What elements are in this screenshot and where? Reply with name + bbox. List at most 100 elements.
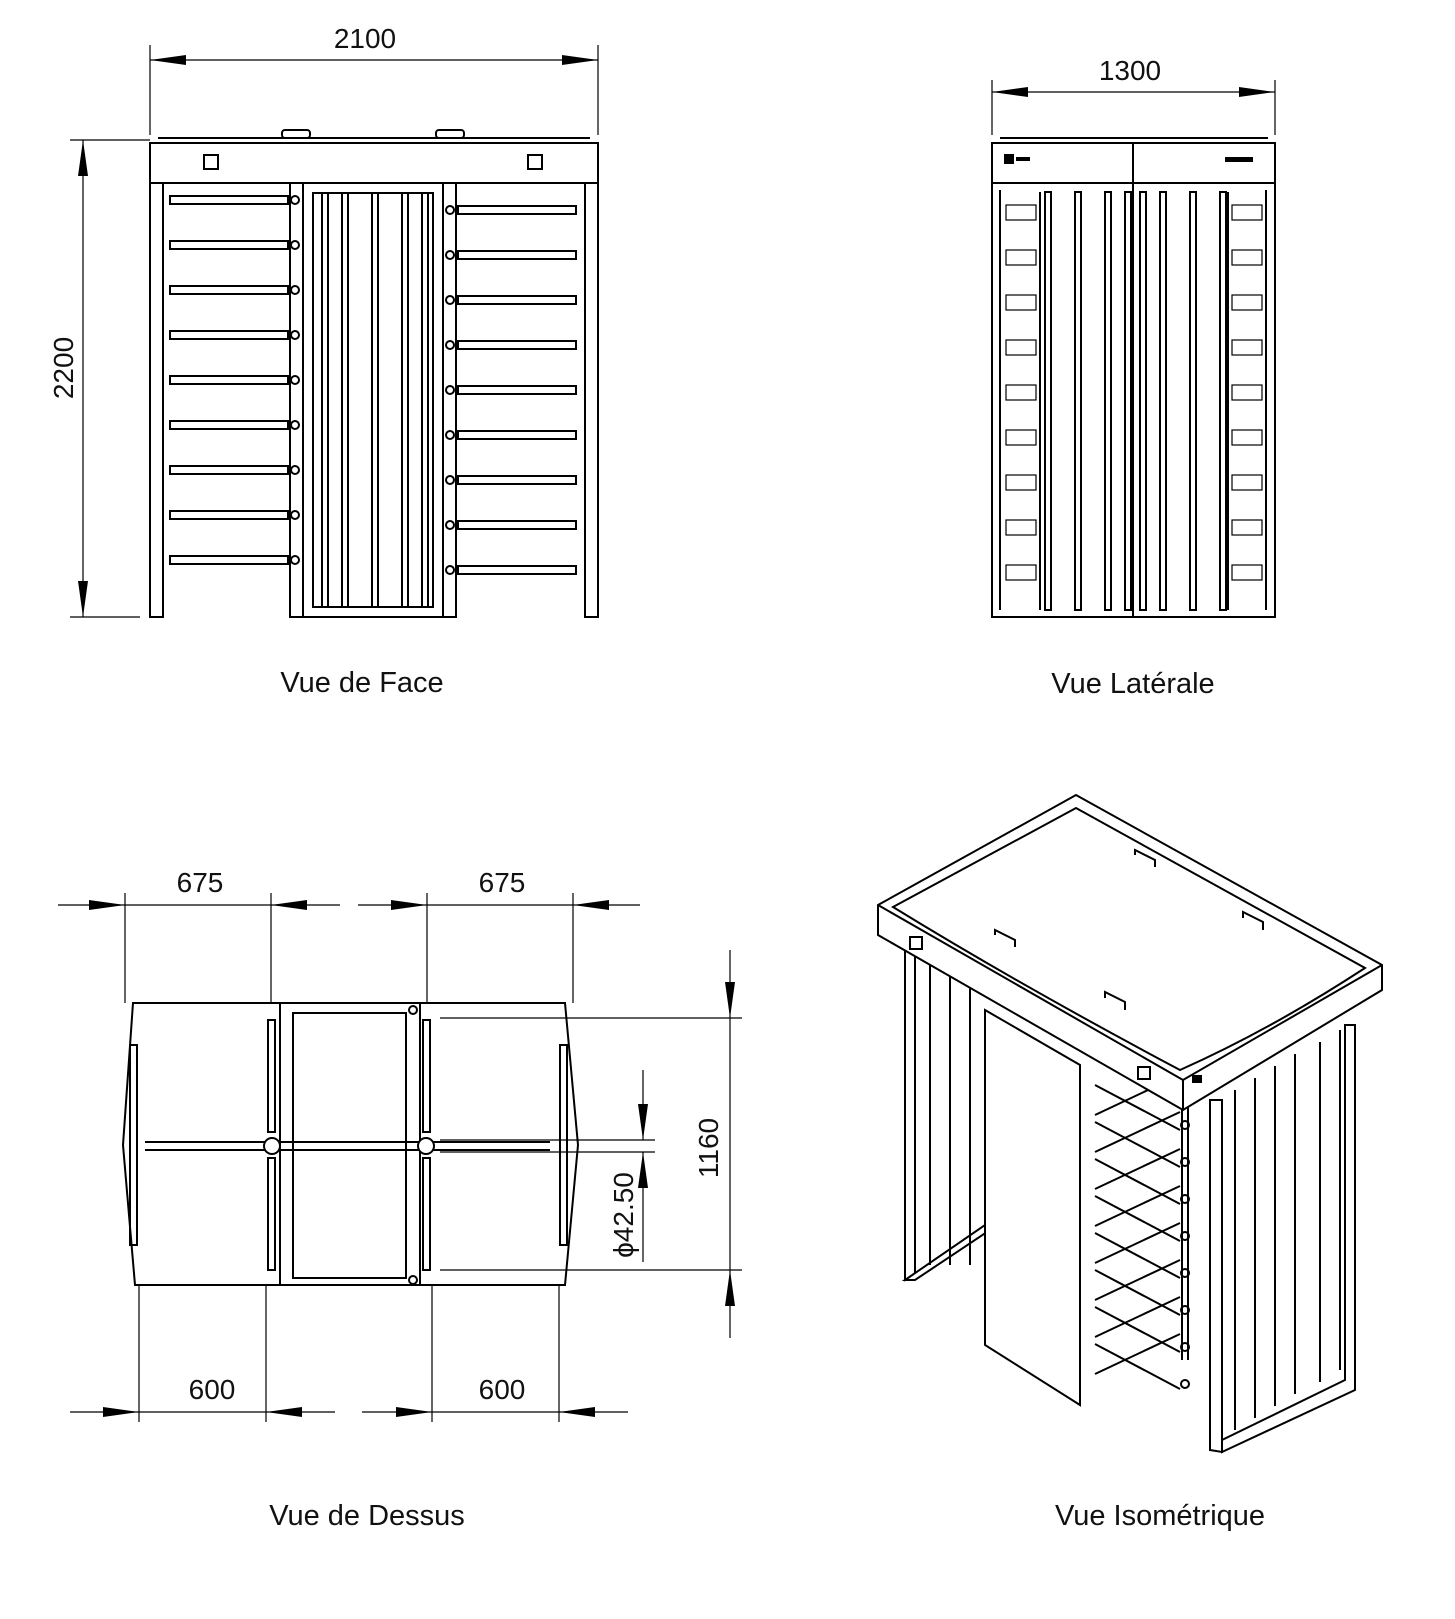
turnstile-arm — [169, 330, 289, 340]
arm-hub — [445, 295, 455, 305]
turnstile-arm — [457, 475, 577, 485]
arm-end — [1005, 429, 1037, 446]
turnstile-arm — [169, 375, 289, 385]
gate-bar — [421, 192, 429, 608]
gate-bar — [1189, 191, 1197, 611]
gate-bar — [341, 192, 349, 608]
iso-arm — [1094, 1121, 1181, 1168]
iso-arm — [1094, 1333, 1181, 1375]
iso-arm — [1094, 1158, 1181, 1205]
turnstile-arm — [457, 295, 577, 305]
side-view: 1300 — [991, 55, 1276, 618]
arm-hub — [445, 475, 455, 485]
arm-end — [1231, 474, 1263, 491]
iso-arm — [1094, 1232, 1181, 1279]
top-view-caption: Vue de Dessus — [269, 1500, 465, 1532]
arm-hub — [445, 385, 455, 395]
iso-arm — [1094, 1306, 1181, 1353]
arm-hub — [445, 430, 455, 440]
arm-end — [1005, 339, 1037, 356]
iso-hub — [1180, 1379, 1190, 1389]
turnstile-arm — [457, 520, 577, 530]
isometric-view — [877, 793, 1383, 1454]
arm-end — [1005, 564, 1037, 581]
arm-end — [1231, 564, 1263, 581]
arm-end — [1005, 384, 1037, 401]
arm-end — [1231, 429, 1263, 446]
side-view-caption: Vue Latérale — [1051, 668, 1214, 700]
arm-end — [1231, 294, 1263, 311]
gate-bar — [321, 192, 329, 608]
front-height-dim: 2200 — [48, 337, 79, 399]
gate-bar — [371, 192, 379, 608]
arm-hub — [445, 520, 455, 530]
turnstile-arm — [169, 555, 289, 565]
side-width-dim: 1300 — [1099, 55, 1161, 86]
arm-end — [1231, 519, 1263, 536]
arm-hub — [290, 510, 300, 520]
bottom-right-dim: 600 — [479, 1374, 526, 1405]
turnstile-arm — [169, 465, 289, 475]
front-width-dim: 2100 — [334, 23, 396, 54]
turnstile-arm — [457, 385, 577, 395]
arm-hub — [290, 465, 300, 475]
arm-end — [1005, 294, 1037, 311]
iso-arm — [1094, 1259, 1181, 1301]
iso-arm — [1094, 1222, 1181, 1264]
top-right-dim: 675 — [479, 867, 526, 898]
turnstile-arm — [457, 430, 577, 440]
bottom-left-dim: 600 — [189, 1374, 236, 1405]
gate-bar — [1219, 191, 1227, 611]
gate-bar — [1124, 191, 1132, 611]
turnstile-arm — [457, 340, 577, 350]
arm-hub — [290, 285, 300, 295]
arm-end — [1005, 474, 1037, 491]
arm-end — [1231, 384, 1263, 401]
turnstile-arm — [169, 195, 289, 205]
turnstile-arm — [457, 250, 577, 260]
arm-hub — [445, 250, 455, 260]
iso-arm — [1094, 1084, 1181, 1131]
arm-hub — [290, 420, 300, 430]
arm-hub — [445, 565, 455, 575]
arm-hub — [290, 330, 300, 340]
arm-end — [1231, 249, 1263, 266]
turnstile-arm — [169, 285, 289, 295]
top-view: 675 675 600 600 1160 ϕ42.50 — [58, 867, 742, 1422]
arm-hub — [290, 375, 300, 385]
iso-arm — [1094, 1195, 1181, 1242]
turnstile-arm — [457, 565, 577, 575]
gate-bar — [1074, 191, 1082, 611]
turnstile-arm — [457, 205, 577, 215]
arm-hub — [290, 240, 300, 250]
arm-hub — [445, 205, 455, 215]
front-view-caption: Vue de Face — [280, 667, 443, 699]
brand-logo-icon — [1004, 154, 1014, 164]
arm-hub — [290, 555, 300, 565]
gate-bar — [1159, 191, 1167, 611]
diameter-dim: ϕ42.50 — [608, 1172, 639, 1258]
iso-view-caption: Vue Isométrique — [1055, 1500, 1265, 1532]
arm-end — [1005, 249, 1037, 266]
arm-hub — [290, 195, 300, 205]
gate-bar — [1139, 191, 1147, 611]
arm-hub — [445, 340, 455, 350]
arm-end — [1005, 519, 1037, 536]
turnstile-arm — [169, 240, 289, 250]
iso-arm — [1094, 1343, 1181, 1390]
top-left-dim: 675 — [177, 867, 224, 898]
gate-bar — [401, 192, 409, 608]
iso-arm — [1094, 1148, 1181, 1190]
turnstile-arm — [169, 420, 289, 430]
arm-end — [1231, 339, 1263, 356]
iso-arm — [1094, 1296, 1181, 1338]
gate-bar — [1044, 191, 1052, 611]
turnstile-arm — [169, 510, 289, 520]
iso-arm — [1094, 1185, 1181, 1227]
gate-bar — [1104, 191, 1112, 611]
depth-dim: 1160 — [693, 1118, 724, 1178]
iso-arm — [1094, 1111, 1181, 1153]
iso-arm — [1094, 1269, 1181, 1316]
front-view: 2100 2200 — [48, 23, 599, 618]
